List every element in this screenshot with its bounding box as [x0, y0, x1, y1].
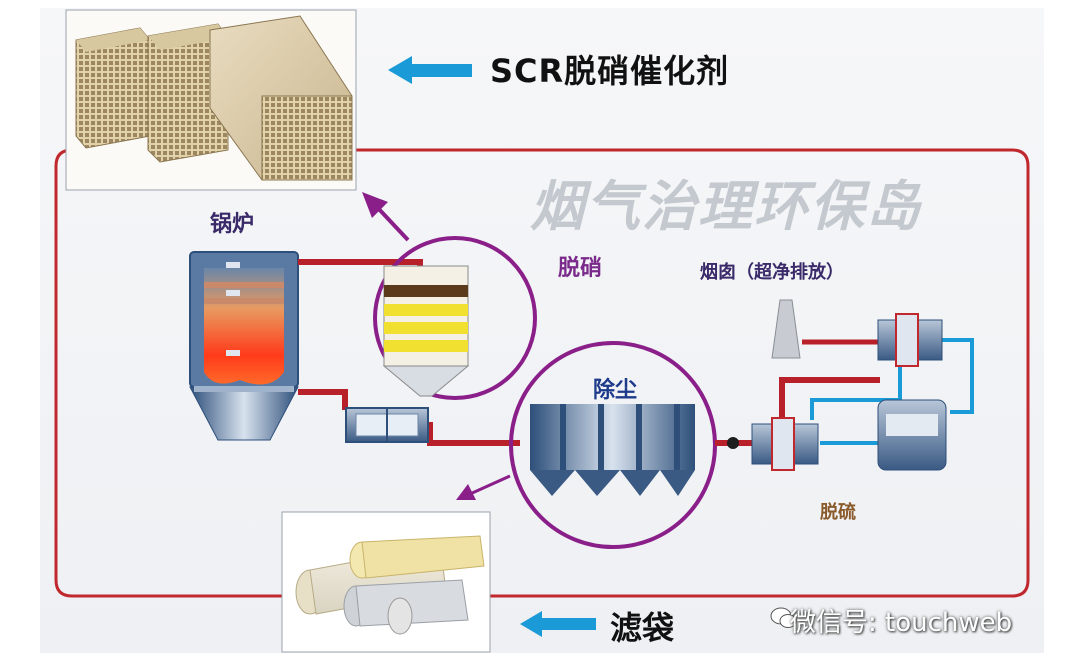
watermark-text: 微信号: touchweb: [790, 608, 1013, 638]
scr-arrow: [362, 192, 410, 242]
filter-bag-arrow: [456, 474, 511, 500]
dust-collector: [509, 341, 717, 549]
desulfurization-absorber: [751, 313, 943, 471]
dedusting-label: 除尘: [593, 378, 638, 403]
denitration-label: 脱硝: [558, 256, 603, 281]
air-preheater: [345, 407, 429, 443]
wechat-icon: [770, 607, 797, 628]
flue-pipe-boiler-to-preheater: [298, 389, 348, 410]
boiler-label: 锅炉: [210, 212, 255, 237]
fan-icon: [727, 437, 739, 449]
chimney: [771, 299, 801, 359]
water-pipe-2: [810, 360, 902, 420]
left-arrow-icon: [388, 56, 472, 84]
flue-pipe-preheater-to-dust: [425, 422, 520, 446]
water-pipe: [940, 338, 974, 414]
desulfurization-label: 脱硫: [820, 502, 856, 523]
boiler: [189, 251, 299, 441]
filter-bag-image: [281, 511, 491, 653]
filter-bag-label: 滤袋: [610, 609, 675, 647]
scr-catalyst-label: SCR脱硝催化剂: [490, 52, 730, 90]
slurry-tank: [877, 399, 947, 471]
fgd-outlet-pipe: [779, 377, 880, 425]
left-arrow-icon: [520, 611, 596, 637]
chimney-label: 烟囱（超净排放）: [700, 262, 844, 283]
island-title: 烟气治理环保岛: [530, 175, 922, 238]
scr-reactor: [373, 236, 537, 400]
scr-catalyst-image: [65, 9, 357, 191]
